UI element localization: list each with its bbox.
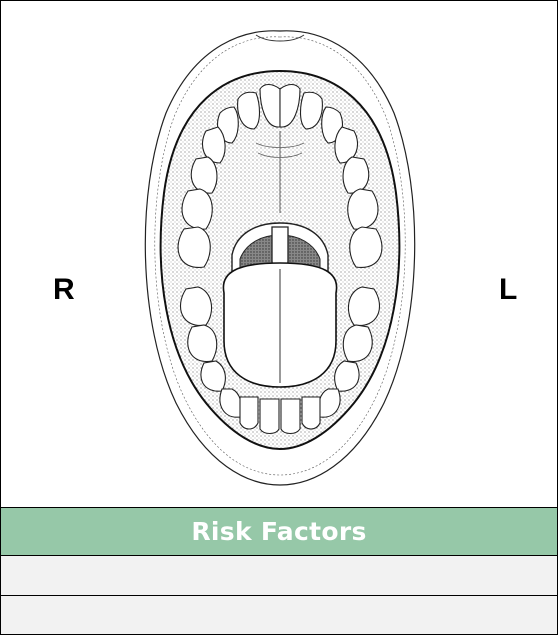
right-side-label: R [53,273,75,307]
risk-factors-row-1-text [1,556,557,576]
risk-factors-row-1[interactable] [0,556,558,596]
risk-factors-row-2-text [1,596,557,616]
left-side-label: L [499,273,517,307]
risk-factors-title: Risk Factors [191,517,366,546]
risk-factors-row-2[interactable] [0,596,558,635]
open-mouth-illustration [136,23,424,489]
risk-factors-header: Risk Factors [0,508,558,556]
oral-diagram-cell: R L [0,0,558,508]
